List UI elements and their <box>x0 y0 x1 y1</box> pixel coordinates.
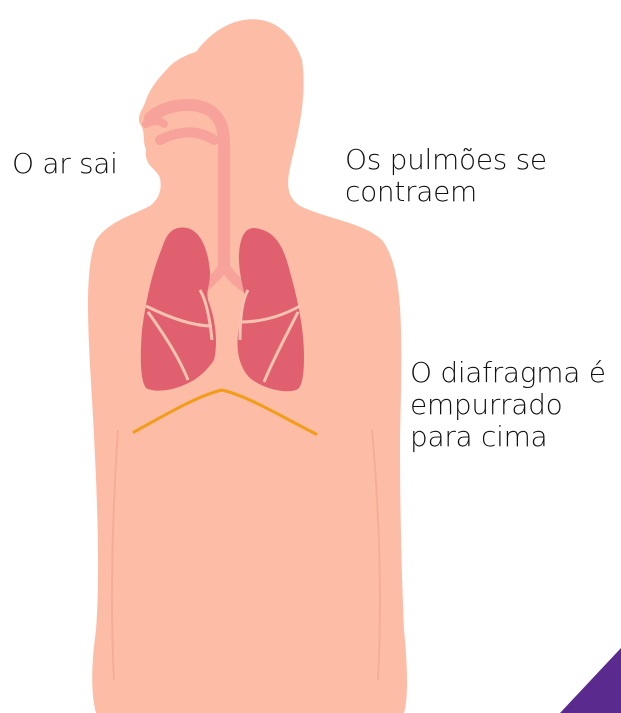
lungs-contract-label: Os pulmões se contraem <box>345 144 547 208</box>
diaphragm-label: O diafragma é empurrado para cima <box>410 357 606 453</box>
diaphragm-text-line2: empurrado <box>410 389 606 421</box>
nose-opening <box>146 121 164 124</box>
air-out-label: O ar sai <box>12 148 118 180</box>
diaphragm-text-line3: para cima <box>410 421 606 453</box>
lungs-text-line2: contraem <box>345 176 547 208</box>
diaphragm-text-line1: O diafragma é <box>410 357 606 389</box>
corner-accent-triangle <box>560 648 621 713</box>
lungs-text-line1: Os pulmões se <box>345 144 547 176</box>
air-out-text: O ar sai <box>12 148 118 180</box>
